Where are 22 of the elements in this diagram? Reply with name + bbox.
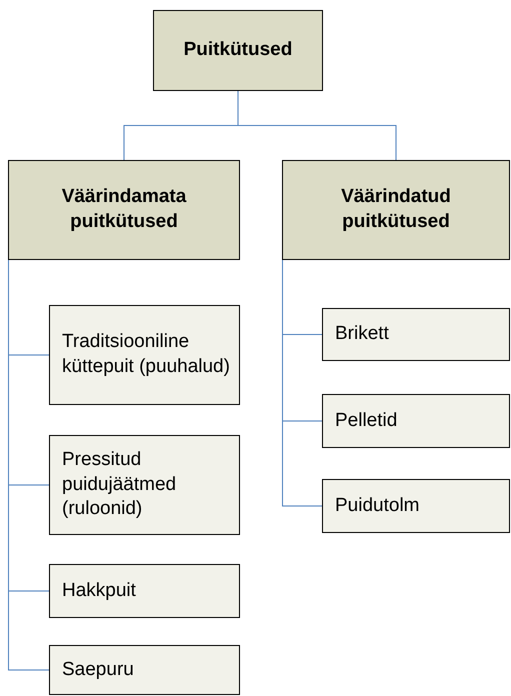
box-label: Traditsiooniline küttepuit (puuhalud) (62, 330, 231, 379)
box-label: Hakkpuit (62, 578, 136, 603)
category-box (322, 394, 510, 448)
box-label: Väärindamata puitkütused (60, 185, 188, 234)
box-label: Puitkütused (184, 38, 292, 62)
box-label: Pelletid (335, 408, 398, 433)
category-box (49, 305, 240, 405)
box-label: Saepuru (62, 658, 134, 682)
box-label: Väärindatud puitkütused (340, 185, 452, 234)
category-box (49, 564, 240, 618)
connector-line (282, 260, 322, 506)
category-box (282, 160, 510, 260)
box-label: Pressitud puidujäätmed (ruloonid) (62, 448, 178, 522)
category-box (153, 10, 323, 91)
category-box (322, 479, 510, 533)
connector-line (238, 90, 396, 160)
category-box (49, 645, 240, 695)
category-box (49, 435, 240, 535)
category-box (8, 160, 240, 260)
category-box (322, 308, 510, 361)
box-label: Brikett (335, 322, 389, 346)
box-label: Puidutolm (335, 494, 420, 518)
